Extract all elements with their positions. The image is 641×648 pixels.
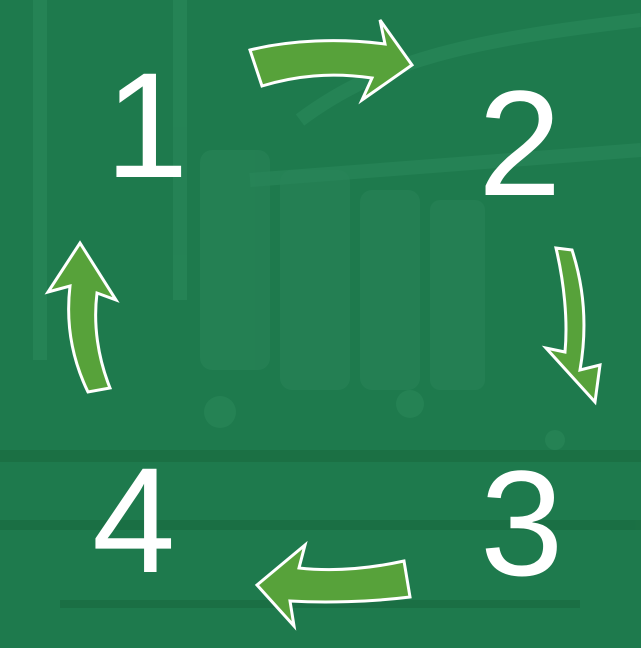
arrow-4-to-1-icon xyxy=(48,243,116,392)
arrow-2-to-3-icon xyxy=(546,248,600,402)
step-number-4: 4 xyxy=(92,445,175,595)
arrow-3-to-4-icon xyxy=(257,545,410,626)
arrow-1-to-2-icon xyxy=(250,20,412,100)
step-number-2: 2 xyxy=(478,68,561,218)
step-number-3: 3 xyxy=(480,448,563,598)
step-number-1: 1 xyxy=(105,50,188,200)
